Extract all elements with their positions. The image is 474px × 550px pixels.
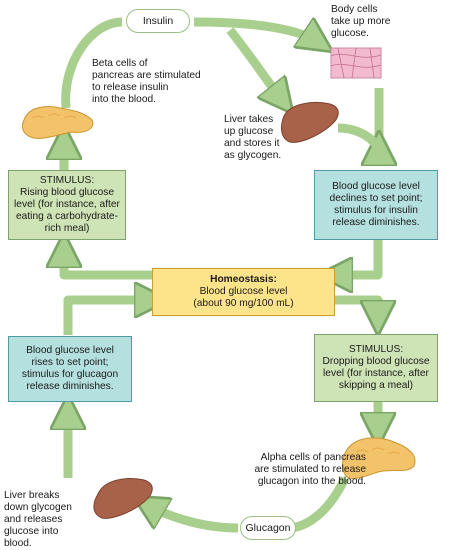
arrow-homeostasis-left (64, 250, 152, 280)
arrow-glucagon-to-liver (148, 505, 239, 533)
glucose-declines-box: Blood glucose level declines to set poin… (314, 170, 438, 240)
arrow-homeostasis-right (335, 295, 378, 318)
glucose-rises-box: Blood glucose level rises to set point; … (8, 336, 132, 402)
alpha-cells-text: Alpha cells of pancreas are stimulated t… (254, 452, 366, 487)
insulin-label: Insulin (126, 9, 190, 33)
liver-breaks-text: Liver breaks down glycogen and releases … (4, 490, 72, 549)
pancreas-icon-top (21, 106, 94, 139)
homeostasis-box: Homeostasis: Blood glucose level (about … (152, 268, 335, 316)
stimulus-rising-box: STIMULUS: Rising blood glucose level (fo… (8, 170, 126, 240)
liver-icon-bottom (93, 478, 153, 519)
arrow-declines-to-homeostasis (335, 240, 383, 275)
arrow-rises-to-homeostasis (63, 300, 152, 335)
arrow-liver-to-box (337, 123, 384, 153)
arrow-insulin-to-liver (226, 27, 282, 100)
body-cells-icon (330, 47, 382, 79)
body-cells-text: Body cells take up more glucose. (331, 4, 391, 39)
homeostasis-body: Blood glucose level (about 90 mg/100 mL) (193, 286, 294, 309)
beta-cells-text: Beta cells of pancreas are stimulated to… (92, 58, 201, 105)
liver-icon-top (281, 102, 339, 143)
arrow-insulin-to-body-cells (193, 22, 318, 42)
liver-takes-text: Liver takes up glucose and stores it as … (224, 114, 282, 161)
arrow-pancreas-to-insulin (61, 17, 123, 109)
stimulus-dropping-box: STIMULUS: Dropping blood glucose level (… (314, 334, 438, 402)
pancreas-icon-bottom (342, 437, 416, 479)
homeostasis-title: Homeostasis: (210, 274, 277, 285)
glucagon-label: Glucagon (240, 516, 296, 540)
arrow-pancreas-to-glucagon (291, 476, 350, 533)
